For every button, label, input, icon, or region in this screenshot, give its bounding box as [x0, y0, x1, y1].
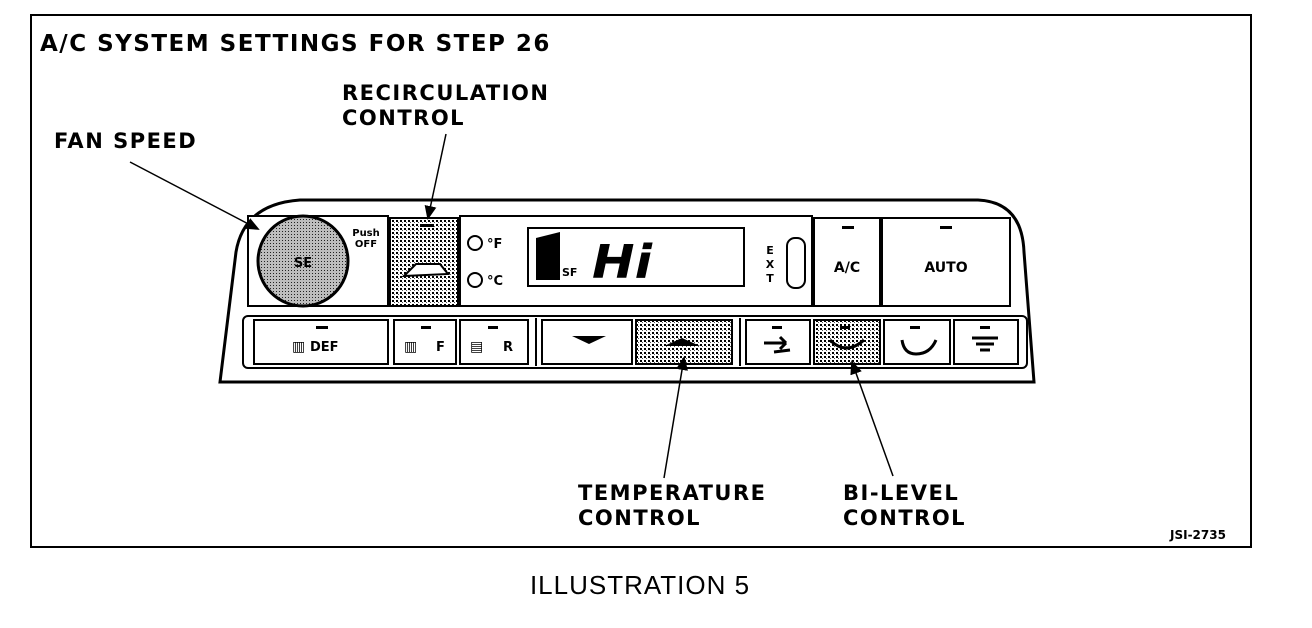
recirculation-arrow — [424, 133, 447, 220]
ext-button — [786, 237, 806, 289]
lcd-display — [527, 227, 745, 287]
fahrenheit-indicator-icon — [467, 235, 483, 251]
auto-button — [881, 217, 1011, 307]
bi-level-callout: BI-LEVEL CONTROL — [843, 481, 967, 530]
temperature-arrow — [663, 356, 688, 479]
ext-label-2: X — [766, 258, 775, 271]
front-defrost-label: F — [436, 340, 445, 355]
ac-button-label: A/C — [834, 260, 860, 276]
celsius-indicator-icon — [467, 272, 483, 288]
fan-speed-knob — [256, 214, 350, 308]
defrost-label: DEF — [310, 340, 339, 355]
ext-label-3: T — [766, 272, 774, 285]
floor-defrost-icon — [972, 336, 998, 352]
fan-knob-label: SE — [294, 256, 312, 271]
bi-level-icon — [828, 338, 865, 350]
temperature-callout: TEMPERATURE CONTROL — [578, 481, 767, 530]
rear-defrost-button — [459, 319, 529, 365]
figure-caption: ILLUSTRATION 5 — [529, 570, 751, 600]
floor-mode-icon — [900, 339, 938, 356]
temp-unit-f: °F — [487, 237, 502, 252]
push-off-line-2: OFF — [355, 239, 377, 250]
diagram-frame — [30, 14, 1252, 548]
recirculation-icon — [401, 263, 451, 278]
rear-defrost-icon: ▤ — [470, 339, 483, 355]
temp-down-arrow-icon — [572, 336, 606, 344]
auto-button-label: AUTO — [924, 260, 967, 276]
rear-defrost-label: R — [503, 340, 513, 355]
front-defrost-icon: ▥ — [404, 339, 417, 355]
fan-speed-callout: FAN SPEED — [54, 129, 198, 153]
defrost-icon: ▥ — [292, 339, 305, 355]
diagram-title: A/C SYSTEM SETTINGS FOR STEP 26 — [40, 31, 551, 57]
figure-id: JSI-2735 — [1170, 528, 1226, 542]
fan-speed-arrow — [129, 161, 260, 230]
recirculation-callout: RECIRCULATION CONTROL — [342, 81, 550, 130]
fan-level-bar-icon — [536, 232, 560, 280]
display-unit: SF — [562, 266, 577, 279]
bi-level-arrow — [850, 360, 894, 477]
push-off-line-1: Push — [352, 228, 380, 239]
temp-up-arrow-icon — [664, 338, 700, 346]
ac-button — [813, 217, 881, 307]
recirculation-button — [389, 217, 459, 307]
temp-unit-c: °C — [487, 274, 503, 289]
ext-label-1: E — [766, 244, 774, 257]
vent-mode-icon — [764, 335, 791, 354]
display-reading: Hi — [592, 235, 653, 289]
